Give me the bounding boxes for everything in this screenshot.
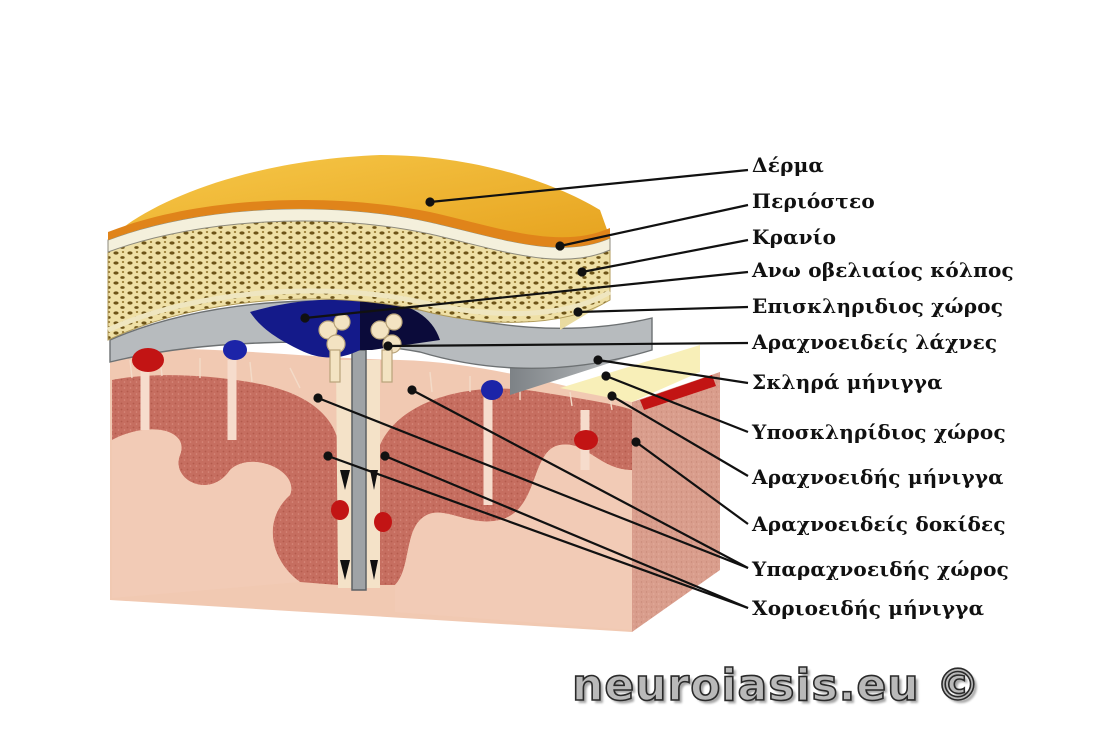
cortex-left [112,375,338,585]
skull-inner-table [106,288,612,333]
watermark: neuroiasis.eu © [571,659,981,712]
label-dura-mater: Σκληρά μήνιγγα [752,370,943,394]
label-subarachnoid-space: Υπαραχνοειδής χώρος [752,557,1010,581]
label-arachnoid-trabeculae: Αραχνοειδείς δοκίδες [752,512,1006,536]
vein-right [481,380,503,400]
label-arachnoid-mater: Αραχνοειδής μήνιγγα [752,465,1004,489]
label-epidural-space: Επισκληριδιος χώρος [752,294,1004,318]
vessels [132,340,716,532]
artery-right [574,430,598,450]
label-superior-sagittal-sinus: Ανω οβελιαίος κόλπος [752,258,1014,282]
artery-fissure-right [374,512,392,532]
skin-edge [108,200,610,248]
brain-side-face [632,372,720,632]
artery-fissure-left [331,500,349,520]
fissure-dark-gaps [340,470,378,580]
arachnoid-villi [318,313,403,383]
skin-layer [108,155,610,248]
brain-block [110,348,720,632]
label-subdural-space: Υποσκληρίδιος χώρος [752,420,1006,444]
artery-left [132,348,164,372]
cortex-right [380,388,632,585]
leader-lines [300,168,749,610]
label-arachnoid-villi: Αραχνοειδείς λάχνες [752,330,998,354]
label-skin: Δέρμα [752,153,825,177]
label-periosteum: Περιόστεο [752,189,875,213]
label-pia-mater: Χοριοειδής μήνιγγα [752,596,985,620]
artery-side [640,375,716,410]
white-matter-left [112,429,300,598]
vein-left [223,340,247,360]
arachnoid-side [560,345,700,402]
label-skull: Κρανίο [752,225,837,249]
periosteum-layer [107,208,611,260]
white-matter-right [395,444,632,630]
